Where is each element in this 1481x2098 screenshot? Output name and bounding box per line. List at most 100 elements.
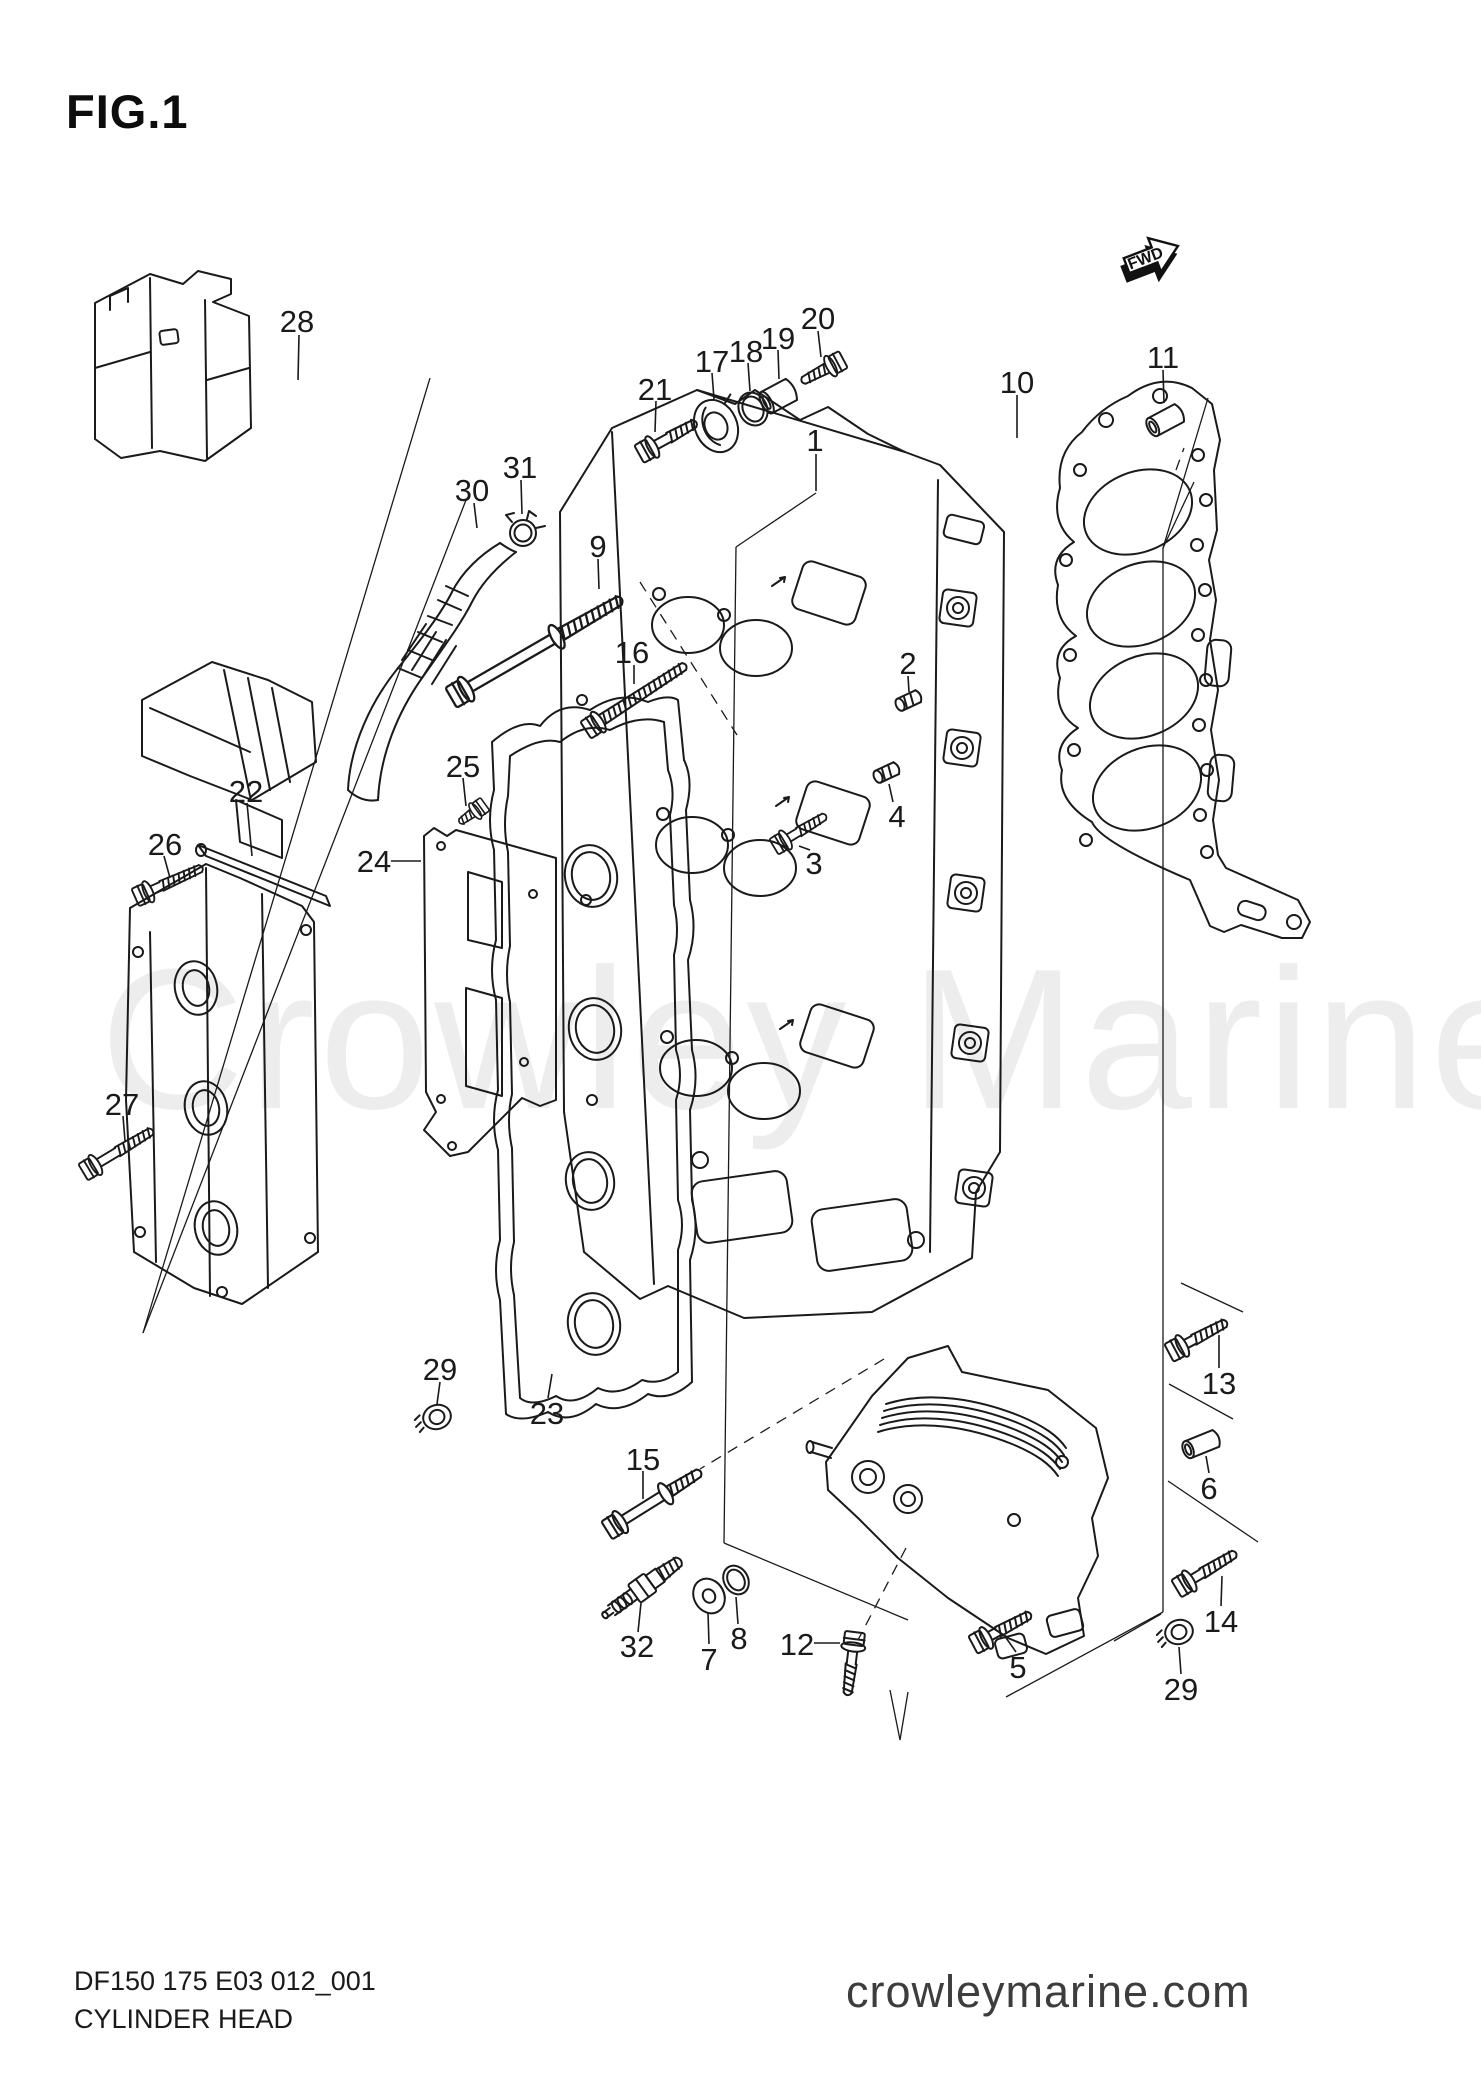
part-label-23[interactable]: 23 [530,1396,564,1431]
part-label-20[interactable]: 20 [801,301,835,336]
leader-line-31 [520,479,523,515]
part-label-28[interactable]: 28 [280,304,314,339]
valve-cluster [655,780,871,897]
watermark-text: Crowley Marine [100,928,1481,1151]
bolt-part-26 [131,864,204,907]
bolt-part-15 [601,1468,703,1540]
part-label-22[interactable]: 22 [229,774,263,809]
footer-caption: CYLINDER HEAD [74,2004,294,2034]
part-label-10[interactable]: 10 [1000,365,1034,400]
leader-line-29 [436,1381,441,1405]
valve-cluster [651,560,867,677]
leader-line-6 [1205,1455,1210,1474]
part-10-head-gasket [1054,380,1311,939]
part-label-32[interactable]: 32 [620,1629,654,1664]
head-bolt-bosses [938,588,994,1208]
leader-line-19 [777,349,780,380]
bolt-part-13 [1164,1318,1229,1363]
part-label-15[interactable]: 15 [626,1442,660,1477]
site-link[interactable]: crowleymarine.com [846,1966,1251,2017]
part-1-cylinder-head [559,389,1005,1319]
part-29-plug-right [1155,1618,1194,1649]
footer-part-code: DF150 175 E03 012_001 [74,1966,376,1996]
part-label-29[interactable]: 29 [423,1352,457,1387]
part-label-16[interactable]: 16 [615,635,649,670]
part-label-17[interactable]: 17 [695,344,729,379]
leader-line-28 [297,334,300,381]
part-label-6[interactable]: 6 [1200,1471,1217,1506]
leader-line-26 [163,855,171,879]
leader-line-27 [122,1115,126,1142]
part-label-13[interactable]: 13 [1202,1366,1236,1401]
part-label-3[interactable]: 3 [805,846,822,881]
part-label-19[interactable]: 19 [761,321,795,356]
bolt-part-3 [769,812,828,855]
fasteners-layer [78,350,1238,1697]
bolt-part-27 [78,1127,155,1181]
part-label-30[interactable]: 30 [455,473,489,508]
part-22-head-cover [125,661,331,1305]
part-label-2[interactable]: 2 [899,646,916,681]
part-29-plug-left [413,1403,452,1434]
part-28-coil-cover [94,270,252,462]
part-4-stud [872,761,901,784]
part-label-18[interactable]: 18 [729,334,763,369]
part-label-26[interactable]: 26 [148,827,182,862]
leader-line-8 [735,1596,739,1625]
part-23-cover-gasket [489,696,697,1420]
part-label-21[interactable]: 21 [638,372,672,407]
part-label-4[interactable]: 4 [888,799,905,834]
part-label-12[interactable]: 12 [780,1627,814,1662]
leader-line-2 [907,675,910,693]
bolt-part-5 [968,1610,1033,1655]
leader-line-14 [1220,1575,1223,1607]
bolt-part-25 [458,797,490,825]
part-7-washer [692,1577,726,1615]
bolt-part-14 [1171,1549,1238,1598]
part-17-oil-seal [692,393,740,454]
leader-line-5 [1003,1634,1017,1653]
part-label-27[interactable]: 27 [105,1087,139,1122]
leader-line-22 [246,802,253,857]
part-2-stud [894,689,923,712]
part-19-plug-cap [758,377,798,415]
leader-line-23 [547,1373,553,1399]
bolt-part-20 [800,350,848,385]
bolt-part-12 [840,1630,867,1697]
leader-line-21 [654,400,657,433]
part-label-7[interactable]: 7 [700,1642,717,1677]
part-label-29[interactable]: 29 [1164,1672,1198,1707]
leader-line-9 [597,558,600,590]
construction-lines [142,377,1259,1741]
leader-line-29 [1178,1646,1182,1675]
leader-line-20 [817,330,822,358]
part-30-breather-hose [347,542,517,802]
valve-cluster [659,1003,875,1120]
part-31-hose-clamp [505,510,546,547]
leader-line-3 [798,845,811,851]
part-label-14[interactable]: 14 [1204,1604,1238,1639]
leader-line-18 [747,362,751,392]
part-label-5[interactable]: 5 [1009,1650,1026,1685]
part-8-o-ring [722,1564,750,1596]
part-label-9[interactable]: 9 [589,529,606,564]
bolt-part-16 [580,662,688,739]
part-32-spark-plug [601,1556,683,1620]
leader-line-30 [473,502,478,529]
part-label-25[interactable]: 25 [446,749,480,784]
figure-title: FIG.1 [66,85,189,138]
part-label-11[interactable]: 11 [1147,340,1179,375]
leader-line-11 [1162,369,1165,404]
part-label-8[interactable]: 8 [730,1621,747,1656]
bolt-part-21 [634,418,698,464]
leader-line-17 [711,372,715,400]
part-label-24[interactable]: 24 [357,844,391,879]
leader-line-4 [888,783,894,803]
part-6-dowel-pin [1181,1429,1221,1460]
part-label-31[interactable]: 31 [503,450,537,485]
part-label-1[interactable]: 1 [806,423,823,458]
leader-line-7 [707,1612,710,1645]
